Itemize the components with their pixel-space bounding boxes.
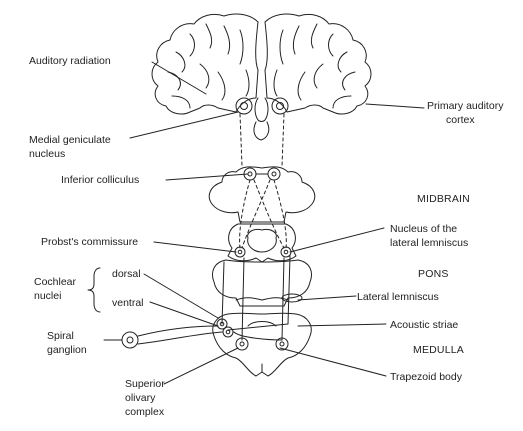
label-nucleus-lateral-lemniscus-line2: lateral lemniscus: [390, 237, 469, 249]
pons-section: [212, 259, 312, 307]
medulla-section: [212, 312, 312, 377]
cerebrum-outline: [151, 13, 372, 141]
label-auditory-radiation: Auditory radiation: [29, 55, 111, 67]
label-trapezoid-body: Trapezoid body: [390, 371, 462, 383]
label-superior-olivary-line1: Superior: [125, 378, 165, 390]
label-cochlear-nuclei-line1: Cochlear: [34, 276, 77, 288]
label-midbrain: MIDBRAIN: [417, 193, 470, 205]
label-medial-geniculate-line1: Medial geniculate: [29, 134, 111, 146]
auditory-tracts: [239, 113, 287, 249]
label-cochlear-nuclei-line2: nuclei: [34, 290, 62, 302]
label-probsts-commissure: Probst's commissure: [41, 236, 139, 248]
label-spiral-ganglion-line2: ganglion: [47, 344, 87, 356]
label-acoustic-striae: Acoustic striae: [390, 319, 459, 331]
label-nucleus-lateral-lemniscus-line1: Nucleus of the: [390, 223, 458, 235]
label-dorsal: dorsal: [112, 268, 141, 280]
medial-geniculate-nuclei: [235, 97, 289, 115]
label-primary-auditory-cortex-line1: Primary auditory: [427, 100, 504, 112]
spiral-ganglion: [121, 325, 223, 349]
label-medial-geniculate-line2: nucleus: [29, 148, 66, 160]
auditory-tracts-solid: [221, 255, 291, 341]
label-superior-olivary-line3: complex: [125, 406, 165, 418]
label-ventral: ventral: [112, 297, 144, 309]
label-medulla: MEDULLA: [413, 344, 464, 356]
label-inferior-colliculus: Inferior colliculus: [61, 174, 140, 186]
label-primary-auditory-cortex-line2: cortex: [446, 114, 475, 126]
label-superior-olivary-line2: olivary: [125, 392, 156, 404]
cochlear-brace: [87, 267, 101, 313]
leader-lines: [103, 61, 425, 385]
label-spiral-ganglion-line1: Spiral: [47, 330, 74, 342]
label-lateral-lemniscus: Lateral lemniscus: [357, 291, 439, 303]
midbrain-section: [208, 166, 316, 223]
label-pons: PONS: [418, 268, 449, 280]
